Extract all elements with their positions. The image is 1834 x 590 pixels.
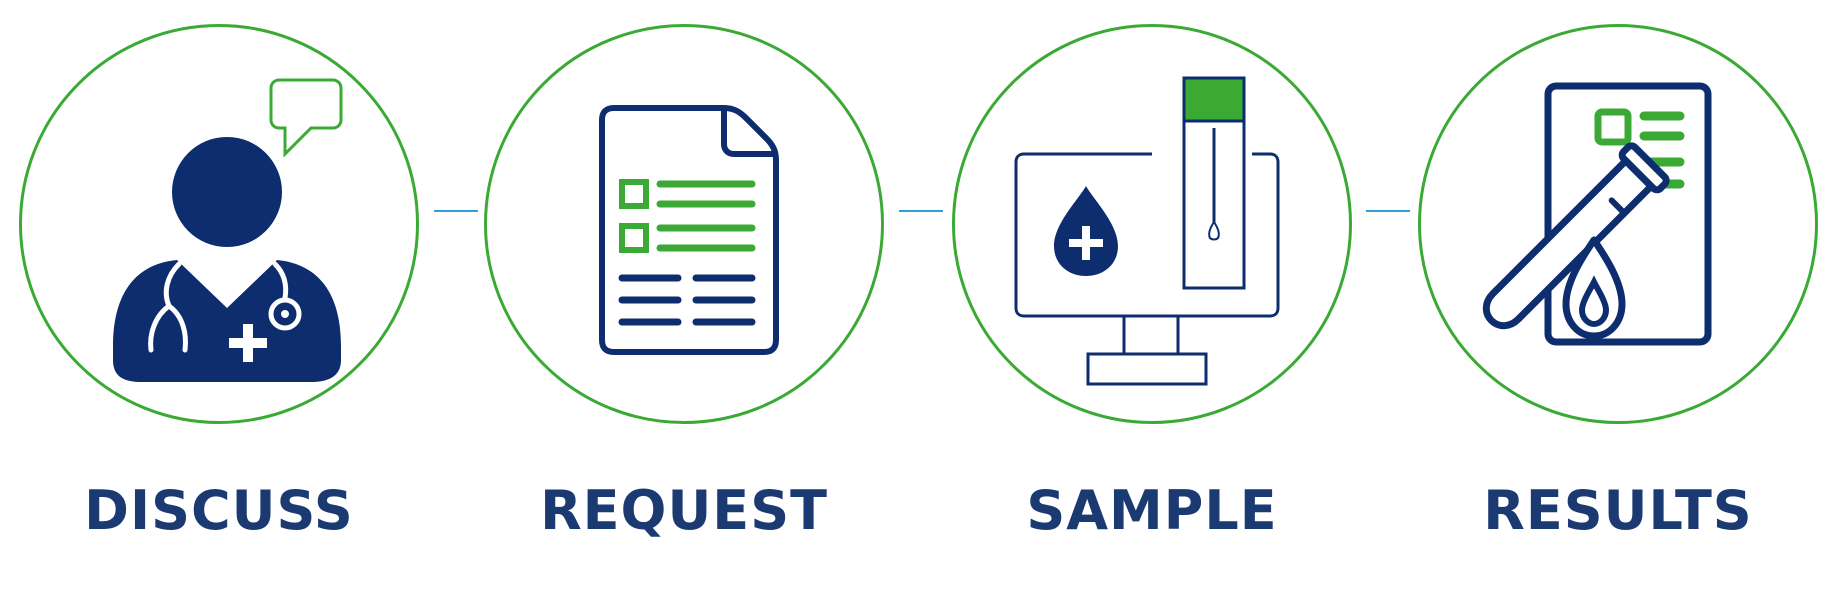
step-circle: [952, 24, 1352, 424]
connector-line: [899, 210, 943, 212]
step-circle: [19, 24, 419, 424]
step-circle: [1418, 24, 1818, 424]
step-results: RESULTS: [1408, 0, 1828, 590]
computer-blood-sample-tube-icon: [1014, 76, 1280, 386]
step-request: REQUEST: [474, 0, 894, 590]
doctor-with-speech-bubble-icon: [113, 78, 343, 382]
step-label: DISCUSS: [84, 479, 354, 542]
connector-line: [434, 210, 478, 212]
step-circle: [484, 24, 884, 424]
step-label: REQUEST: [540, 479, 828, 542]
request-form-document-icon: [599, 105, 779, 355]
step-sample: SAMPLE: [942, 0, 1362, 590]
step-discuss: DISCUSS: [9, 0, 429, 590]
step-label: SAMPLE: [1026, 479, 1278, 542]
step-label: RESULTS: [1483, 479, 1753, 542]
connector-line: [1366, 210, 1410, 212]
results-report-test-tube-icon: [1482, 82, 1712, 346]
